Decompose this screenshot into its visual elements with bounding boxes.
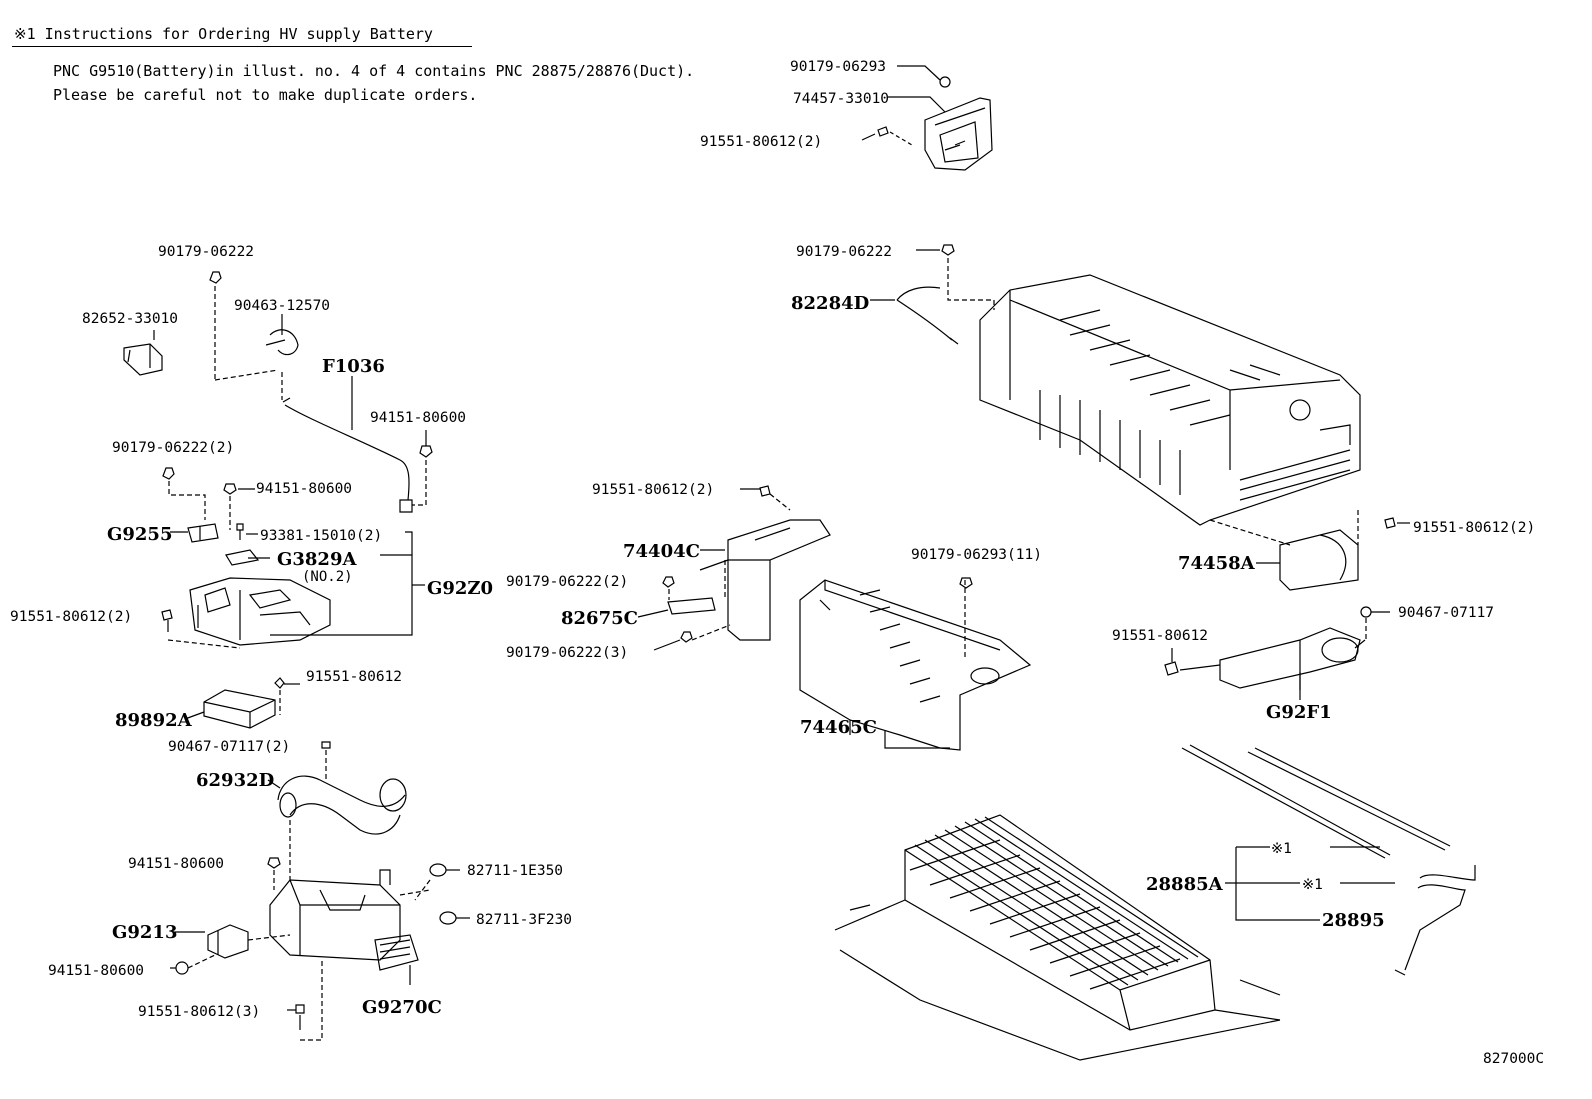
label-F1036: F1036 [322, 356, 385, 377]
part-labels: 90179-06293 74457-33010 91551-80612(2) 9… [10, 59, 1544, 1067]
label-G92F1: G92F1 [1266, 702, 1332, 723]
label-illustration-number: 827000C [1483, 1051, 1544, 1067]
battery-frame-drawing [979, 274, 1361, 546]
label-90179-06222-3: 90179-06222(3) [506, 645, 628, 661]
note-line-1: PNC G9510(Battery)in illust. no. 4 of 4 … [53, 62, 695, 80]
label-82284D: 82284D [791, 293, 869, 314]
label-note1-b: ※1 [1302, 877, 1323, 893]
label-91551-80612-2-left: 91551-80612(2) [10, 609, 132, 625]
label-90179-06222-mid: 90179-06222 [796, 244, 892, 260]
label-90467-07117: 90467-07117 [1398, 605, 1494, 621]
label-G9255: G9255 [107, 524, 172, 545]
bracket-74457-drawing [861, 65, 993, 171]
label-91551-80612-right: 91551-80612 [1112, 628, 1208, 644]
label-91551-80612-2-right: 91551-80612(2) [1413, 520, 1535, 536]
label-62932D: 62932D [196, 770, 274, 791]
label-28885A: 28885A [1146, 874, 1224, 895]
battery-cell-stack-drawing [834, 814, 1281, 1061]
left-column-drawings [123, 271, 470, 1041]
label-74458A: 74458A [1178, 553, 1256, 574]
label-74465C: 74465C [800, 717, 877, 738]
duct-hoses-drawing [1181, 744, 1476, 976]
label-91551-80612-3: 91551-80612(3) [138, 1004, 260, 1020]
note-line-2: Please be careful not to make duplicate … [53, 86, 478, 104]
label-94151-80600-c: 94151-80600 [128, 856, 224, 872]
center-drawings [637, 244, 1032, 751]
part-74458A-drawing [1256, 510, 1410, 591]
label-90467-07117-2: 90467-07117(2) [168, 739, 290, 755]
label-90179-06222-2-mid: 90179-06222(2) [506, 574, 628, 590]
label-90179-06293-11: 90179-06293(11) [911, 547, 1042, 563]
note-title-underline [12, 46, 472, 47]
label-82652-33010: 82652-33010 [82, 311, 178, 327]
label-G9213: G9213 [112, 922, 177, 943]
label-89892A: 89892A [115, 710, 193, 731]
label-G3829A: G3829A [277, 549, 357, 570]
label-94151-80600-a: 94151-80600 [370, 410, 466, 426]
label-82711-1E350: 82711-1E350 [467, 863, 563, 879]
label-74457-33010: 74457-33010 [793, 91, 889, 107]
label-94151-80600-d: 94151-80600 [48, 963, 144, 979]
label-90179-06222-left: 90179-06222 [158, 244, 254, 260]
label-G9270C: G9270C [362, 997, 442, 1018]
label-90179-06293-top: 90179-06293 [790, 59, 886, 75]
label-93381-15010: 93381-15010(2) [260, 528, 382, 544]
label-91551-80612-c: 91551-80612 [306, 669, 402, 685]
label-90179-06222-2-left: 90179-06222(2) [112, 440, 234, 456]
label-82675C: 82675C [561, 608, 638, 629]
label-94151-80600-b: 94151-80600 [256, 481, 352, 497]
label-28895: 28895 [1322, 910, 1385, 931]
label-no2: (NO.2) [302, 569, 353, 585]
label-74404C: 74404C [623, 541, 700, 562]
note-title: ※1 Instructions for Ordering HV supply B… [14, 25, 433, 43]
label-91551-80612-2-top: 91551-80612(2) [700, 134, 822, 150]
label-91551-80612-2-mid: 91551-80612(2) [592, 482, 714, 498]
label-G92Z0: G92Z0 [427, 578, 493, 599]
part-G92F1-drawing [1164, 606, 1390, 700]
label-note1-a: ※1 [1271, 841, 1292, 857]
label-90463-12570: 90463-12570 [234, 298, 330, 314]
label-82711-3F230: 82711-3F230 [476, 912, 572, 928]
